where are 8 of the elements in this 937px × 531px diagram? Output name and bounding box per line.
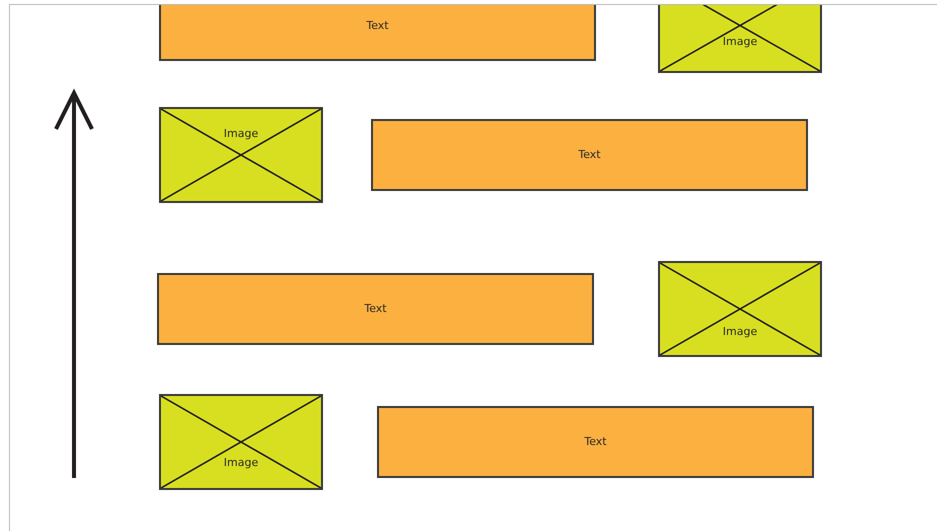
text-placeholder-box: Text bbox=[371, 119, 808, 191]
text-placeholder-box: Text bbox=[377, 406, 814, 478]
image-placeholder-box: Image bbox=[159, 107, 323, 203]
image-placeholder-box: Image bbox=[159, 394, 323, 490]
image-placeholder-box: Image bbox=[658, 5, 822, 73]
text-placeholder-box: Text bbox=[159, 5, 596, 61]
text-placeholder-box: Text bbox=[157, 273, 594, 345]
image-placeholder-box: Image bbox=[658, 261, 822, 357]
